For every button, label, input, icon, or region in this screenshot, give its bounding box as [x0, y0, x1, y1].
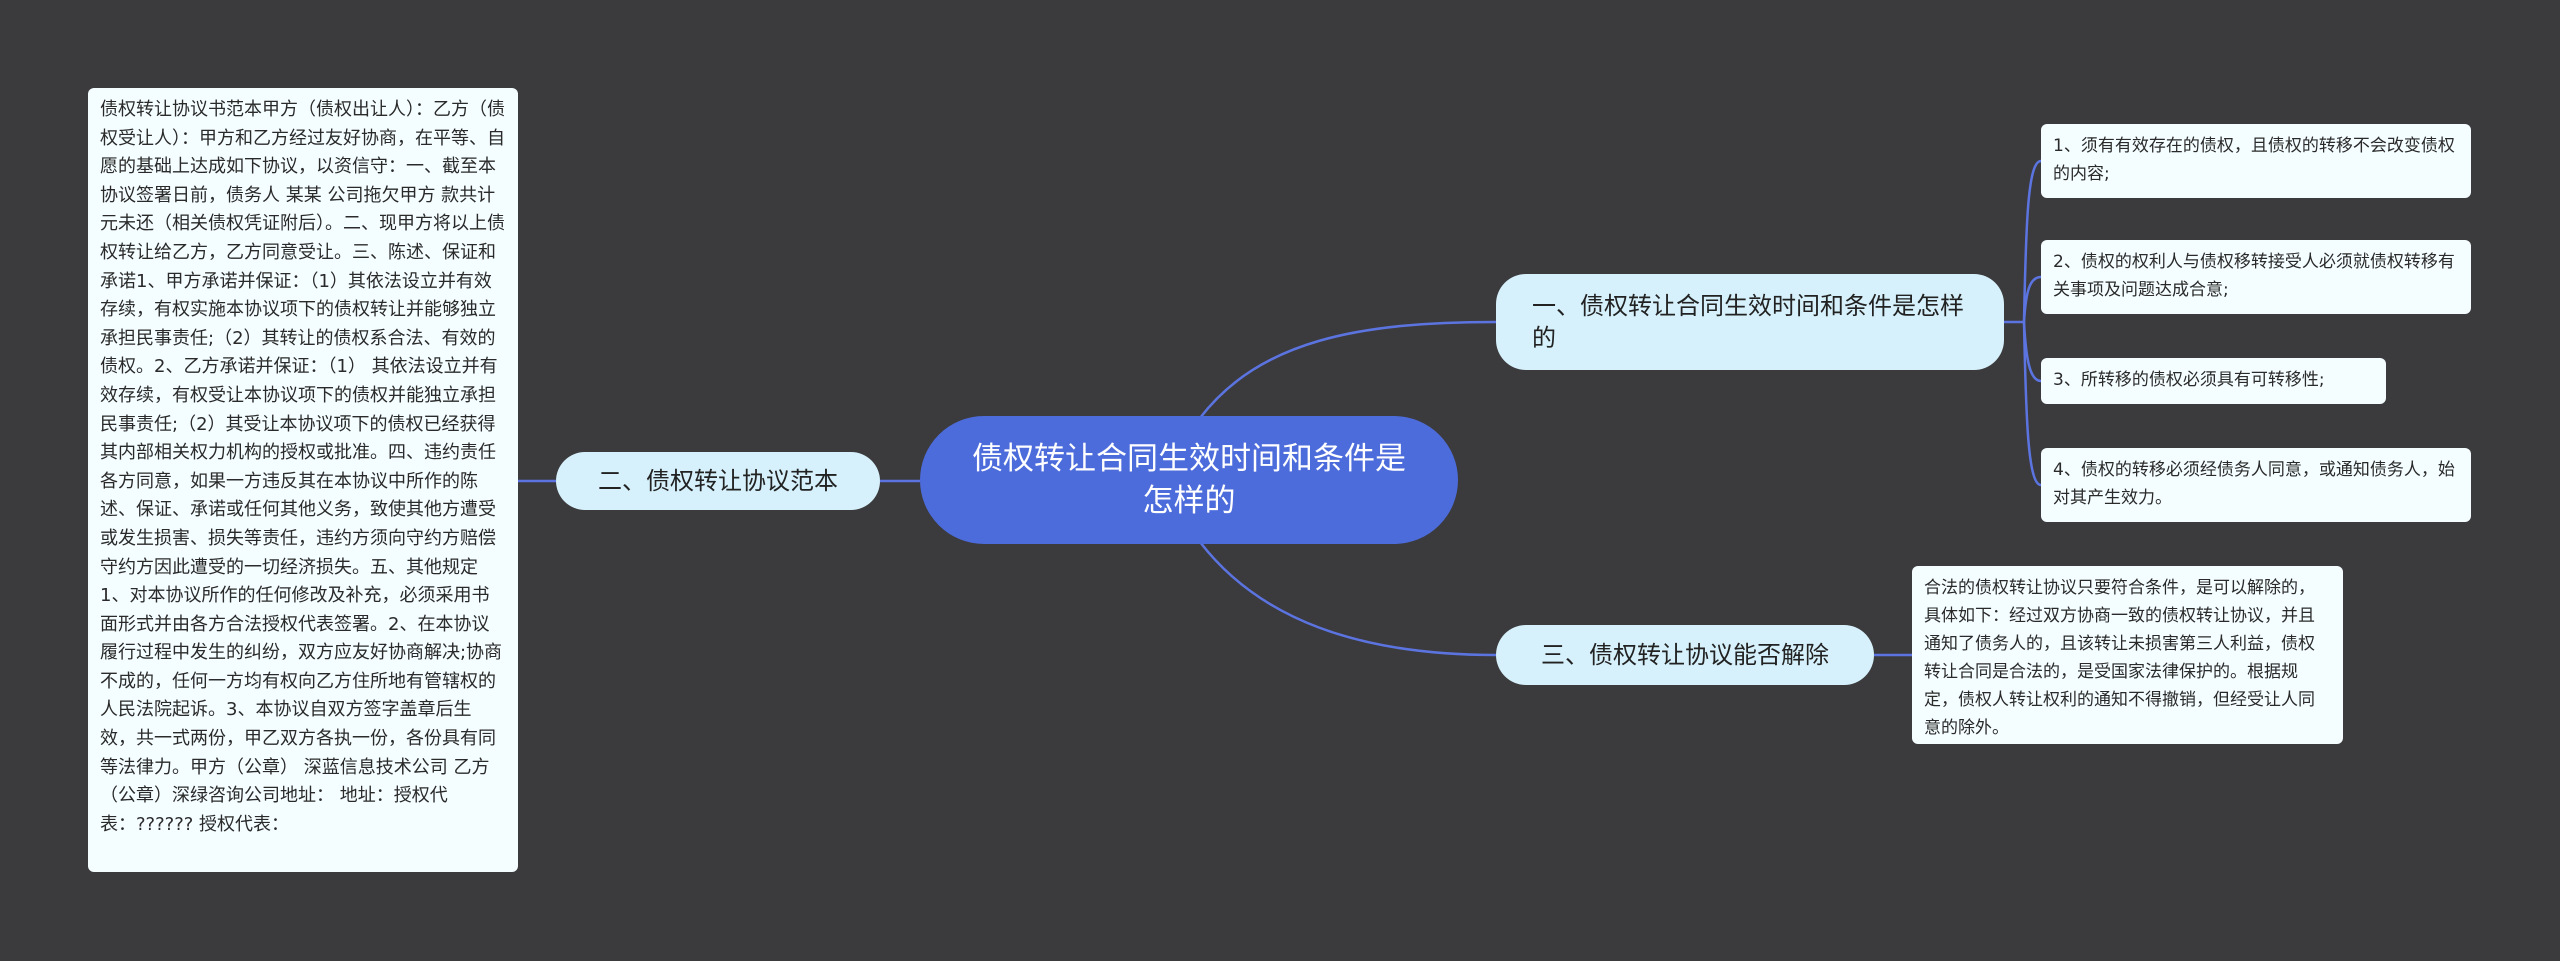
branch-node-agreement-template[interactable]: 二、债权转让协议范本 — [556, 452, 880, 510]
leaf-node-agreement-template-text[interactable]: 债权转让协议书范本甲方（债权出让人）：乙方（债权受让人）：甲方和乙方经过友好协商… — [88, 88, 518, 872]
leaf-node-condition-4[interactable]: 4、债权的转移必须经债务人同意，或通知债务人，始对其产生效力。 — [2041, 448, 2471, 522]
leaf-text: 合法的债权转让协议只要符合条件，是可以解除的，具体如下：经过双方协商一致的债权转… — [1924, 578, 2315, 738]
leaf-text: 4、债权的转移必须经债务人同意，或通知债务人，始对其产生效力。 — [2053, 460, 2455, 508]
branch-node-agreement-termination[interactable]: 三、债权转让协议能否解除 — [1496, 625, 1874, 685]
leaf-text: 3、所转移的债权必须具有可转移性; — [2053, 370, 2325, 390]
connector-branch1-leaf4 — [2022, 321, 2042, 487]
leaf-node-condition-3[interactable]: 3、所转移的债权必须具有可转移性; — [2041, 358, 2386, 404]
connector-branch1-leaf1 — [2022, 159, 2042, 323]
root-node[interactable]: 债权转让合同生效时间和条件是怎样的 — [920, 416, 1458, 544]
connector-root-branch3 — [1199, 541, 1497, 657]
leaf-node-termination-detail[interactable]: 合法的债权转让协议只要符合条件，是可以解除的，具体如下：经过双方协商一致的债权转… — [1912, 566, 2343, 744]
connector-branch1-leaf3 — [2022, 321, 2042, 383]
branch-label: 一、债权转让合同生效时间和条件是怎样的 — [1532, 292, 1964, 352]
root-label: 债权转让合同生效时间和条件是怎样的 — [972, 441, 1406, 519]
branch-node-effective-time-conditions[interactable]: 一、债权转让合同生效时间和条件是怎样的 — [1496, 274, 2004, 370]
leaf-text: 债权转让协议书范本甲方（债权出让人）：乙方（债权受让人）：甲方和乙方经过友好协商… — [100, 99, 505, 835]
leaf-node-condition-1[interactable]: 1、须有有效存在的债权，且债权的转移不会改变债权的内容; — [2041, 124, 2471, 198]
connector-branch1-leaf2 — [2022, 275, 2042, 323]
leaf-text: 2、债权的权利人与债权移转接受人必须就债权转移有关事项及问题达成合意; — [2053, 252, 2455, 300]
branch-label: 三、债权转让协议能否解除 — [1541, 641, 1829, 669]
connector-root-branch1 — [1199, 320, 1497, 419]
branch-label: 二、债权转让协议范本 — [598, 467, 838, 495]
leaf-text: 1、须有有效存在的债权，且债权的转移不会改变债权的内容; — [2053, 136, 2455, 184]
leaf-node-condition-2[interactable]: 2、债权的权利人与债权移转接受人必须就债权转移有关事项及问题达成合意; — [2041, 240, 2471, 314]
